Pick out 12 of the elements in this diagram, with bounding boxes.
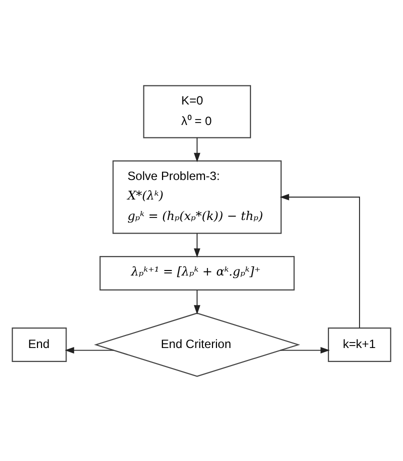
arrow bbox=[194, 289, 200, 314]
arrow bbox=[194, 136, 200, 162]
node-box: K=0 λ⁰ = 0 bbox=[143, 84, 252, 138]
arrow bbox=[280, 346, 330, 354]
node-box: k=k+1 bbox=[328, 326, 392, 362]
node-diamond: End Criterion bbox=[94, 312, 300, 376]
node-box: λₚᵏ⁺¹ = [λₚᵏ + αᵏ.gₚᵏ]⁺ bbox=[100, 255, 295, 290]
arrow bbox=[280, 193, 360, 328]
node-box: End bbox=[12, 326, 67, 362]
node-box: Solve Problem-3: X*(λᵏ) gₚᵏ = (hₚ(xₚ*(k)) − thₚ) bbox=[112, 160, 282, 234]
arrow bbox=[194, 232, 200, 258]
arrow bbox=[64, 346, 114, 354]
